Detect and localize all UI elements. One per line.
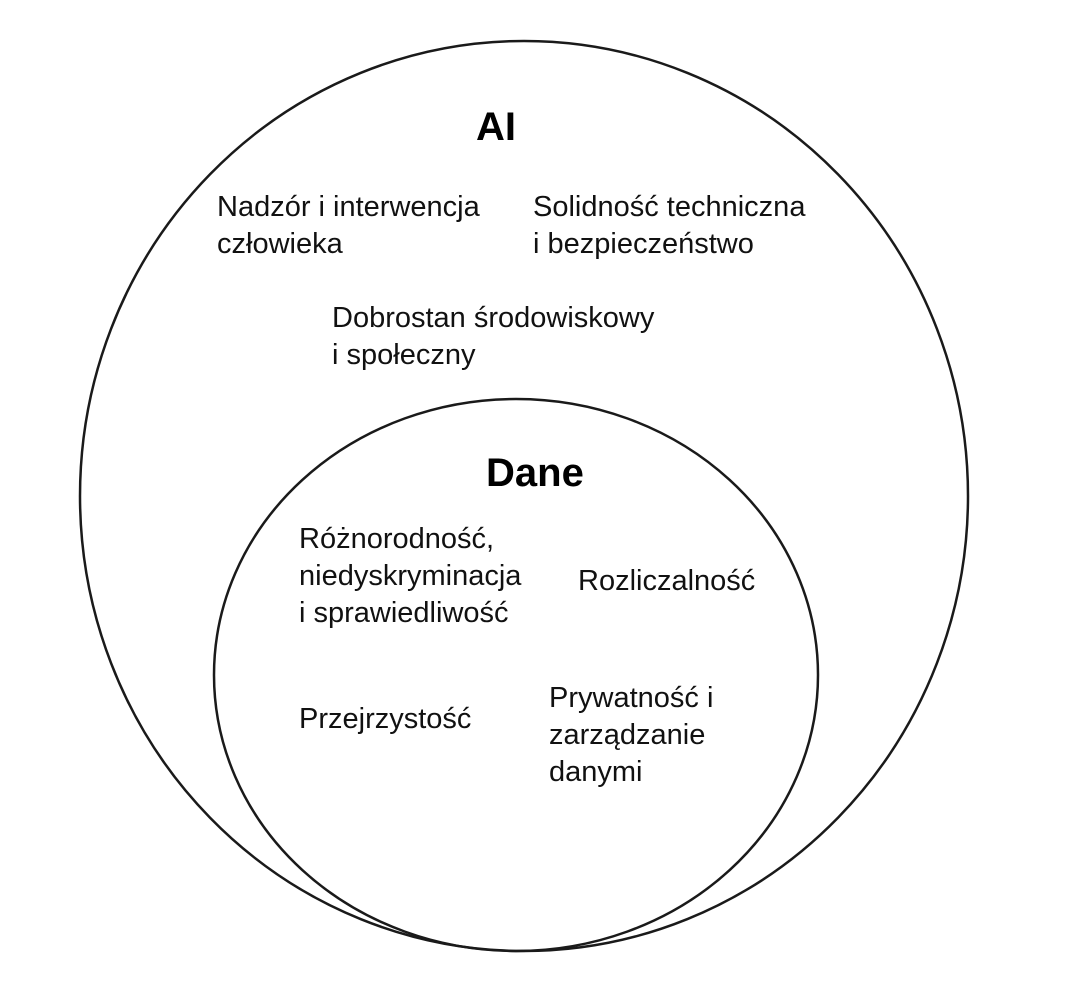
- item-transparency: Przejrzystość: [299, 701, 471, 738]
- item-line: niedyskryminacja: [299, 560, 522, 592]
- item-accountability: Rozliczalność: [578, 563, 755, 600]
- item-line: Przejrzystość: [299, 703, 472, 735]
- inner-circle-title: Dane: [486, 451, 584, 495]
- item-line: Prywatność i: [549, 682, 714, 714]
- item-line: Różnorodność,: [299, 523, 495, 555]
- item-diversity: Różnorodność, niedyskryminacja i sprawie…: [299, 521, 521, 632]
- inner-circle-dane: [212, 397, 820, 953]
- item-line: i sprawiedliwość: [299, 597, 509, 629]
- item-line: człowieka: [217, 228, 343, 260]
- item-line: i społeczny: [332, 339, 476, 371]
- item-privacy: Prywatność i zarządzanie danymi: [549, 680, 713, 791]
- item-line: danymi: [549, 756, 643, 788]
- item-human-oversight: Nadzór i interwencja człowieka: [217, 189, 480, 263]
- outer-circle-title: AI: [476, 105, 516, 149]
- item-line: zarządzanie: [549, 719, 706, 751]
- item-line: Dobrostan środowiskowy: [332, 302, 655, 334]
- item-technical-robustness: Solidność techniczna i bezpieczeństwo: [533, 189, 805, 263]
- item-wellbeing: Dobrostan środowiskowy i społeczny: [332, 300, 654, 374]
- outer-circle-ai: [78, 39, 970, 953]
- item-line: i bezpieczeństwo: [533, 228, 754, 260]
- item-line: Rozliczalność: [578, 565, 756, 597]
- item-line: Solidność techniczna: [533, 191, 806, 223]
- item-line: Nadzór i interwencja: [217, 191, 480, 223]
